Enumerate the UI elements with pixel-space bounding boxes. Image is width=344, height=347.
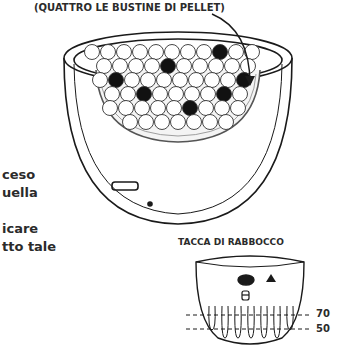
- pellet: [185, 87, 200, 102]
- pellet: [165, 45, 180, 60]
- gauge-slot: [261, 306, 267, 338]
- pellet: [231, 101, 246, 116]
- pellet: [93, 73, 108, 88]
- pellet: [167, 101, 182, 116]
- level-number: 50: [316, 323, 330, 334]
- pellet: [213, 45, 228, 60]
- pellet: [133, 45, 148, 60]
- bowl: [64, 32, 292, 224]
- pellet: [181, 45, 196, 60]
- pellet: [161, 59, 176, 74]
- pellet: [173, 73, 188, 88]
- refill-gauge: [186, 256, 312, 344]
- pellet: [137, 87, 152, 102]
- pellet: [233, 87, 248, 102]
- level-number: 70: [316, 308, 330, 319]
- pellets: [85, 45, 260, 130]
- pellet: [105, 87, 120, 102]
- pellet: [113, 59, 128, 74]
- pellet: [109, 73, 124, 88]
- pellet: [153, 87, 168, 102]
- pellet: [203, 115, 218, 130]
- pellet: [187, 115, 202, 130]
- pellet: [171, 115, 186, 130]
- pellet: [151, 101, 166, 116]
- gauge-slot: [274, 306, 280, 338]
- pellet: [217, 87, 232, 102]
- pellet: [85, 45, 100, 60]
- pellet: [219, 115, 234, 130]
- pellet: [121, 87, 136, 102]
- pellet: [193, 59, 208, 74]
- pellet: [119, 101, 134, 116]
- body-text: tto tale: [2, 240, 56, 254]
- pellet: [145, 59, 160, 74]
- body-text: icare: [2, 222, 38, 236]
- pellet: [229, 45, 244, 60]
- gauge-slot: [222, 306, 228, 338]
- pellet: [209, 59, 224, 74]
- pellet: [155, 115, 170, 130]
- body-text: uella: [2, 186, 38, 200]
- pellet: [141, 73, 156, 88]
- pellet: [103, 101, 118, 116]
- pellet: [129, 59, 144, 74]
- callout-label: (QUATTRO LE BUSTINE DI PELLET): [34, 2, 225, 13]
- gauge-slot: [287, 306, 293, 330]
- pellet: [125, 73, 140, 88]
- pellet: [135, 101, 150, 116]
- pellet: [221, 73, 236, 88]
- pellet: [149, 45, 164, 60]
- pellet: [197, 45, 212, 60]
- leader-arrow: [212, 14, 250, 84]
- pellet: [225, 59, 240, 74]
- gauge-slot: [248, 306, 254, 338]
- pellet: [177, 59, 192, 74]
- gauge-slot: [235, 306, 241, 338]
- gauge-slot: [209, 306, 215, 330]
- pellet: [183, 101, 198, 116]
- pellet: [139, 115, 154, 130]
- pellet: [205, 73, 220, 88]
- pellet: [189, 73, 204, 88]
- pellet: [117, 45, 132, 60]
- pellet: [97, 59, 112, 74]
- pellet: [201, 87, 216, 102]
- pellet: [199, 101, 214, 116]
- pellet: [101, 45, 116, 60]
- pellet: [215, 101, 230, 116]
- gauge-label: TACCA DI RABBOCCO: [178, 238, 284, 248]
- body-text: ceso: [2, 168, 35, 182]
- pellet: [157, 73, 172, 88]
- pellet: [123, 115, 138, 130]
- pellet: [169, 87, 184, 102]
